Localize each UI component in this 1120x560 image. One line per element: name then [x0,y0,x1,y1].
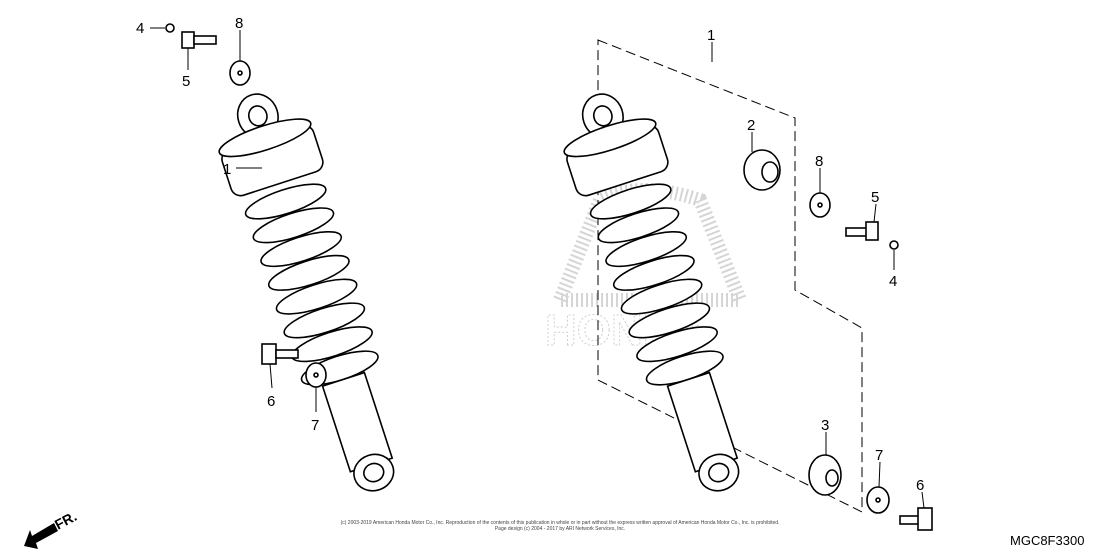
callout-4: 4 [136,20,144,37]
washer-7-right[interactable] [866,486,890,514]
callout-5: 5 [182,73,190,90]
washer-8-right[interactable] [809,192,831,218]
copyright-line-1: (c) 2003-2019 American Honda Motor Co., … [340,520,780,526]
copyright-line-2: Page design (c) 2004 - 2017 by ARI Netwo… [494,526,626,532]
callout-1: 1 [223,161,231,178]
shock-absorber-left[interactable] [205,80,425,504]
front-direction-arrow-icon: FR. [24,508,79,549]
washer-7-left[interactable] [305,362,327,388]
callout-1: 1 [707,27,715,44]
callout-7: 7 [875,447,883,464]
callout-6: 6 [267,393,275,410]
bolt-5-left[interactable] [181,31,217,49]
bolt-5-right[interactable] [845,221,879,241]
shock-absorber-right[interactable] [550,80,770,504]
callout-6: 6 [916,477,924,494]
bushing-3[interactable] [808,454,842,496]
part-code: MGC8F3300 [1010,533,1085,548]
bolt-6-right[interactable] [899,507,933,531]
callout-8: 8 [815,153,823,170]
nut-4-left[interactable] [165,23,175,33]
callout-3: 3 [821,417,829,434]
spring-coils [244,183,379,386]
callout-2: 2 [747,117,755,134]
nut-4-right[interactable] [889,240,899,250]
assembly-boundary [597,39,863,513]
washer-8-left[interactable] [229,60,251,86]
bushing-2[interactable] [743,149,781,191]
callout-5: 5 [871,189,879,206]
leader-lines [150,27,925,509]
callout-7: 7 [311,417,319,434]
bolt-6-left[interactable] [261,343,299,365]
copyright-notice: (c) 2003-2019 American Honda Motor Co., … [300,520,820,532]
callout-4: 4 [889,273,897,290]
callout-8: 8 [235,15,243,32]
